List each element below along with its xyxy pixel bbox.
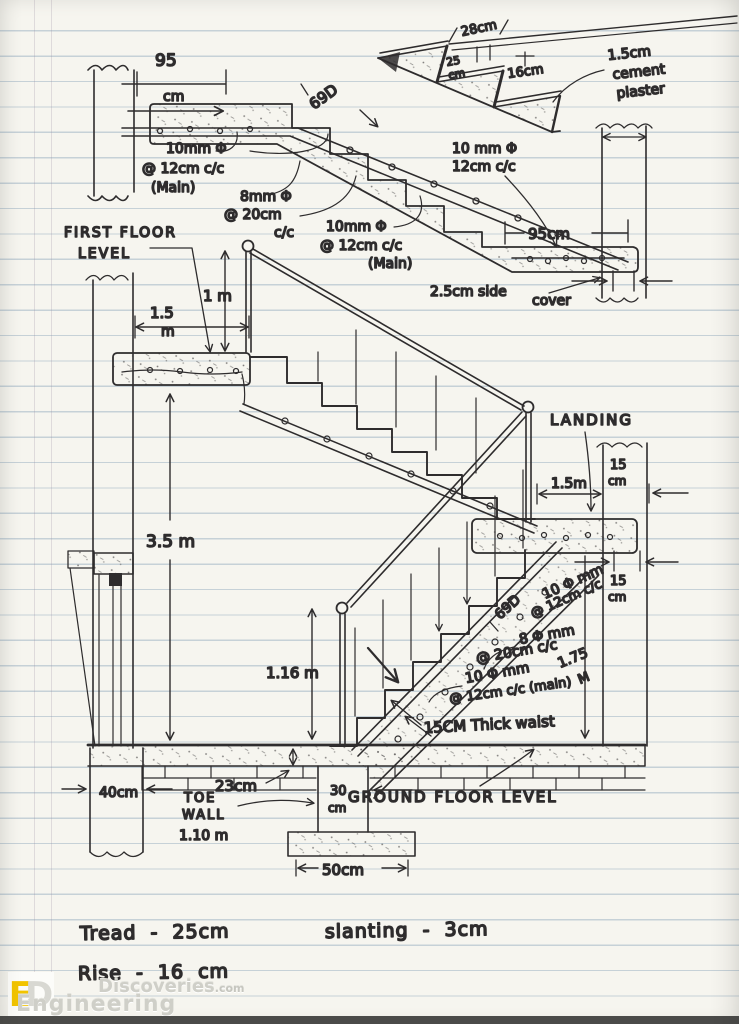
plaster-note-line2: cement: [612, 61, 667, 82]
dim-floor-height: 3.5 m: [146, 532, 195, 552]
note-waist-main-l1: 10mm Φ: [326, 219, 387, 235]
cut-line: [69, 567, 96, 747]
upper-flight-steps: [249, 356, 536, 520]
margin-line-right: [51, 0, 52, 1024]
note-dist-l1: 8mm Φ: [240, 189, 292, 205]
plaster-note-line3: plaster: [616, 81, 666, 102]
lower-hanger-lines: [354, 469, 524, 717]
dim-landing-95cm: 95cm: [528, 225, 570, 243]
upper-waist-bar-sections: [281, 417, 494, 510]
note-waist-main-l2: @ 12cm c/c: [320, 238, 402, 254]
watermark-discoveries: Discoveries.com: [98, 976, 245, 997]
note-tread: Tread - 25cm: [79, 920, 230, 945]
dim-wall-15-value: 15: [610, 458, 627, 473]
note-side-cover-l1: 2.5cm side: [430, 284, 507, 300]
watermark-engineering: Engineering: [16, 992, 177, 1017]
dimension-notes: Tread - 25cm Rise - 16 cm slanting - 3cm: [77, 917, 490, 985]
dim-95cm-line: [121, 69, 227, 97]
section-marker: [109, 573, 122, 586]
first-floor-level-label-l1: FIRST FLOOR: [64, 225, 177, 241]
toe-wall: [317, 765, 369, 833]
dim-wall-width: 40cm: [99, 785, 138, 801]
toe-footing: [287, 831, 416, 857]
scan-edge-shadow: [0, 1016, 739, 1024]
note-main-top-l1: 10mm Φ: [166, 141, 227, 157]
note-dist-l3: c/c: [274, 225, 294, 241]
bar-sections: [156, 125, 606, 265]
note-slanting: slanting - 3cm: [325, 918, 489, 943]
note-waist-main-l3: (Main): [368, 256, 412, 272]
dim-landing-15-value: 15: [610, 574, 627, 589]
dim-175-unit: M: [576, 670, 592, 688]
lower-waist-line-inner: [351, 541, 563, 757]
lower-waist-bar-sections: [394, 588, 549, 743]
landing-wall: [602, 442, 648, 747]
logo-letter-d: D: [25, 975, 54, 1015]
slab-steps-landing-outline: [149, 103, 639, 273]
dim-tread-nosing: 28cm: [460, 18, 499, 40]
railings: [241, 239, 535, 746]
note-landing-bar-l1: 10 mm Φ: [452, 141, 517, 157]
dim-95cm-value: 95: [155, 51, 177, 71]
toe-wall-height: 1.10 m: [179, 828, 228, 844]
upper-hanger-lines: [317, 329, 477, 474]
brick-courses: [141, 765, 646, 791]
dim-rail-height: 1 m: [203, 287, 232, 305]
wall-beam-section: [93, 552, 134, 575]
landing-label: LANDING: [550, 411, 633, 429]
toe-wall-label-l1: TOE: [183, 791, 216, 806]
note-side-cover-l2: cover: [532, 293, 571, 309]
note-dist-l2: @ 20cm: [224, 207, 282, 223]
lower-flight-steps: [329, 549, 526, 747]
upper-waist-bars: [239, 403, 538, 534]
left-wall: [93, 69, 135, 197]
landing-bar-sections: [496, 531, 614, 542]
staircase-elevation: FIRST FLOOR LEVEL 1.5 m 1 m 3.5 m: [61, 224, 689, 880]
toe-wall-width-value: 30: [330, 784, 347, 799]
first-floor-level-label-l2: LEVEL: [78, 246, 131, 262]
dim-tread-25-unit: cm: [447, 66, 466, 82]
dim-slab-width-value: 1.5: [150, 304, 174, 322]
dim-95cm-unit: cm: [163, 89, 184, 105]
step-finish-detail: 28cm 25 cm 16cm 1.5cm cement plaster: [377, 15, 738, 134]
dim-post-height: 1.16 m: [266, 664, 319, 682]
toe-wall-label-l2: WALL: [182, 808, 226, 823]
dim-landing-width: 1.5m: [551, 476, 587, 492]
note-rise: Rise - 16 cm: [78, 960, 230, 985]
bend-69d-label: 69D: [306, 81, 341, 114]
note-main-top-l2: @ 12cm c/c: [142, 161, 224, 177]
waist-pointer-arrow: [366, 646, 400, 684]
wall-break-top: [87, 64, 129, 71]
toe-wall-width-unit: cm: [328, 801, 346, 815]
ground-slab-concrete: [88, 746, 645, 766]
right-wall: [601, 125, 647, 299]
wall-foundation: [89, 747, 144, 853]
dim-footing-width: 50cm: [322, 861, 364, 879]
upper-flight-section-detail: 95 cm 69D 10mm Φ @ 12cm c/c (Main) 8mm Φ…: [87, 50, 673, 310]
note-landing-bar-l2: 12cm c/c: [452, 159, 516, 175]
plaster-note-line1: 1.5cm: [607, 44, 652, 64]
dim-riser-16: 16cm: [506, 62, 544, 82]
dim-slab-thickness: 23cm: [215, 777, 257, 795]
note-main-top-l3: (Main): [151, 180, 195, 196]
dim-tread-25: 25: [445, 54, 461, 69]
dim-wall-15-unit: cm: [608, 474, 626, 488]
cranked-main-bar: [121, 127, 629, 271]
wall-ledge: [67, 550, 95, 569]
dim-landing-15-unit: cm: [608, 590, 626, 604]
logo-letter-e: E: [8, 975, 32, 1015]
margin-line-left: [34, 0, 35, 1024]
ground-floor-level-label: GROUND FLOOR LEVEL: [348, 788, 558, 806]
